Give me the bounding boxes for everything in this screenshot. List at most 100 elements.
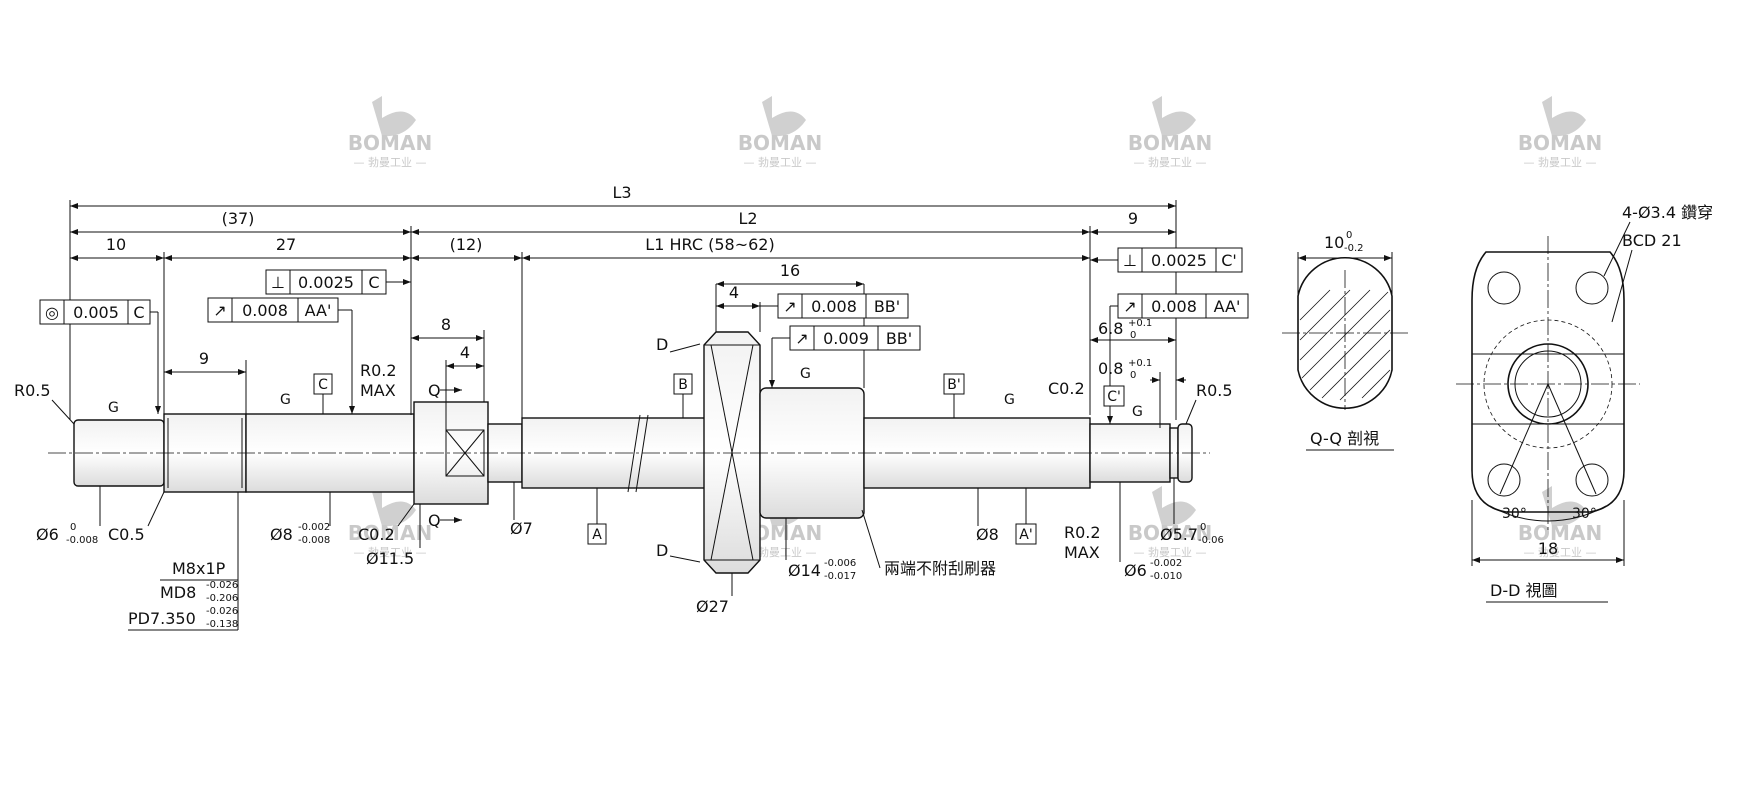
shaft <box>48 331 1210 574</box>
dia27: Ø27 <box>696 597 729 616</box>
watermark-sub: — 勃曼工业 — <box>744 156 817 169</box>
r02-right-b: MAX <box>1064 543 1100 562</box>
dim-4-top: 4 <box>460 343 470 362</box>
c02-right: C0.2 <box>1048 379 1085 398</box>
svg-text:0.005: 0.005 <box>73 303 119 322</box>
r02-left-b: MAX <box>360 381 396 400</box>
watermark-sub: — 勃曼工业 — <box>1134 546 1207 559</box>
svg-text:0.008: 0.008 <box>811 297 857 316</box>
dim-4-nut: 4 <box>729 283 739 302</box>
g-mark: G <box>108 400 119 416</box>
dim-6-8: 6.8 <box>1098 319 1123 338</box>
datum-a-prime: A' <box>1019 527 1032 543</box>
dia7: Ø7 <box>510 519 533 538</box>
dia8-plain: Ø8 <box>976 525 999 544</box>
g-mark: G <box>800 366 811 382</box>
qq-title: Q-Q 剖視 <box>1310 429 1379 448</box>
svg-text:0.008: 0.008 <box>1151 297 1197 316</box>
qq-width: 10 <box>1324 233 1344 252</box>
svg-text:C': C' <box>1221 251 1237 270</box>
watermark-sub: — 勃曼工业 — <box>1524 156 1597 169</box>
dia5-7: Ø5.7 <box>1160 525 1198 544</box>
svg-text:⊥: ⊥ <box>1123 251 1137 270</box>
dia6: Ø6 <box>36 525 59 544</box>
watermark-brand: BOMAN <box>738 131 822 155</box>
g-mark: G <box>1004 392 1015 408</box>
dim-10: 10 <box>106 235 126 254</box>
fcf-concentric: ◎ 0.005 C <box>39 299 161 414</box>
watermark-brand: BOMAN <box>1128 521 1212 545</box>
q-mark-bottom: Q <box>428 511 441 530</box>
dd-holes: 4-Ø3.4 鑽穿 <box>1622 203 1713 222</box>
dim-0-8-tol-up: +0.1 <box>1128 358 1152 369</box>
watermark-group: BOMAN — 勃曼工业 — BOMAN — 勃曼工业 — BOMAN — 勃曼… <box>348 96 1602 559</box>
dia8: Ø8 <box>270 525 293 544</box>
dim-8-top: 8 <box>441 315 451 334</box>
r02-left-a: R0.2 <box>360 361 397 380</box>
datum-c-prime: C' <box>1107 389 1121 405</box>
svg-text:0.008: 0.008 <box>242 301 288 320</box>
q-mark-top: Q <box>428 381 441 400</box>
watermark-brand: BOMAN <box>1518 131 1602 155</box>
watermark-brand: BOMAN <box>1518 521 1602 545</box>
bolt-hole <box>1575 463 1609 497</box>
angle-left: 30° <box>1502 506 1527 522</box>
svg-text:0.0025: 0.0025 <box>1151 251 1207 270</box>
dim-37: (37) <box>222 209 255 228</box>
svg-text:-0.206: -0.206 <box>206 593 238 604</box>
datum-c: C <box>318 377 328 393</box>
pitch-dia: PD7.350 <box>128 609 196 628</box>
fcf-perp-right: ⊥ 0.0025 C' <box>1090 247 1243 273</box>
md8: MD8 <box>160 583 196 602</box>
watermark-brand: BOMAN <box>348 521 432 545</box>
svg-text:-0.002: -0.002 <box>298 522 330 533</box>
svg-text:-0.026: -0.026 <box>206 606 238 617</box>
dim-0-8: 0.8 <box>1098 359 1123 378</box>
labels: R0.5 R0.5 G G G G G R0.2 MAX R0.2 MAX C0… <box>14 335 1233 631</box>
svg-text:-0.008: -0.008 <box>66 535 98 546</box>
svg-text:↗: ↗ <box>213 301 226 320</box>
svg-text:AA': AA' <box>305 301 332 320</box>
watermark: BOMAN — 勃曼工业 — <box>1518 486 1602 559</box>
dim-6-8-tol-up: +0.1 <box>1128 318 1152 329</box>
dim-l2: L2 <box>738 209 757 228</box>
dia11-5: Ø11.5 <box>366 549 414 568</box>
dia6-right: Ø6 <box>1124 561 1147 580</box>
watermark: BOMAN — 勃曼工业 — <box>1128 486 1212 559</box>
svg-text:-0.06: -0.06 <box>1198 535 1224 546</box>
dim-9-left: 9 <box>199 349 209 368</box>
fcf-runout-nut1: ↗ 0.008 BB' <box>760 293 909 319</box>
dim-l3: L3 <box>612 183 631 202</box>
bolt-hole <box>1575 271 1609 305</box>
section-qq: 10 0 -0.2 Q-Q 剖視 <box>1282 230 1408 451</box>
watermark: BOMAN — 勃曼工业 — <box>1128 96 1212 169</box>
dia14: Ø14 <box>788 561 821 580</box>
watermark-brand: BOMAN <box>348 131 432 155</box>
svg-text:-0.010: -0.010 <box>1150 571 1182 582</box>
g-mark: G <box>280 392 291 408</box>
datum-b-prime: B' <box>947 377 960 393</box>
fcf-runout-right: ↗ 0.008 AA' <box>1107 293 1249 424</box>
svg-text:AA': AA' <box>1214 297 1241 316</box>
datum-b: B <box>678 377 688 393</box>
svg-text:0: 0 <box>1200 522 1206 533</box>
r05-left: R0.5 <box>14 381 51 400</box>
view-dd: 30° 30° 18 D-D 視圖 4-Ø3.4 鑽穿 BCD 21 <box>1456 203 1713 603</box>
dd-bcd: BCD 21 <box>1622 231 1682 250</box>
watermark: BOMAN — 勃曼工业 — <box>738 96 822 169</box>
g-mark: G <box>1132 404 1143 420</box>
datums: C B B' C' A A' <box>313 373 1125 545</box>
r02-right-a: R0.2 <box>1064 523 1101 542</box>
dim-6-8-tol-lo: 0 <box>1130 330 1136 341</box>
svg-text:-0.026: -0.026 <box>206 580 238 591</box>
svg-text:◎: ◎ <box>45 303 59 322</box>
dim-9-right: 9 <box>1128 209 1138 228</box>
r05-right: R0.5 <box>1196 381 1233 400</box>
fcf-perp-left: ⊥ 0.0025 C <box>265 269 411 295</box>
watermark: BOMAN — 勃曼工业 — <box>348 96 432 169</box>
dd-width: 18 <box>1538 539 1558 558</box>
watermark: BOMAN — 勃曼工业 — <box>1518 96 1602 169</box>
svg-text:BB': BB' <box>874 297 900 316</box>
wiper-note: 兩端不附刮刷器 <box>884 559 996 578</box>
